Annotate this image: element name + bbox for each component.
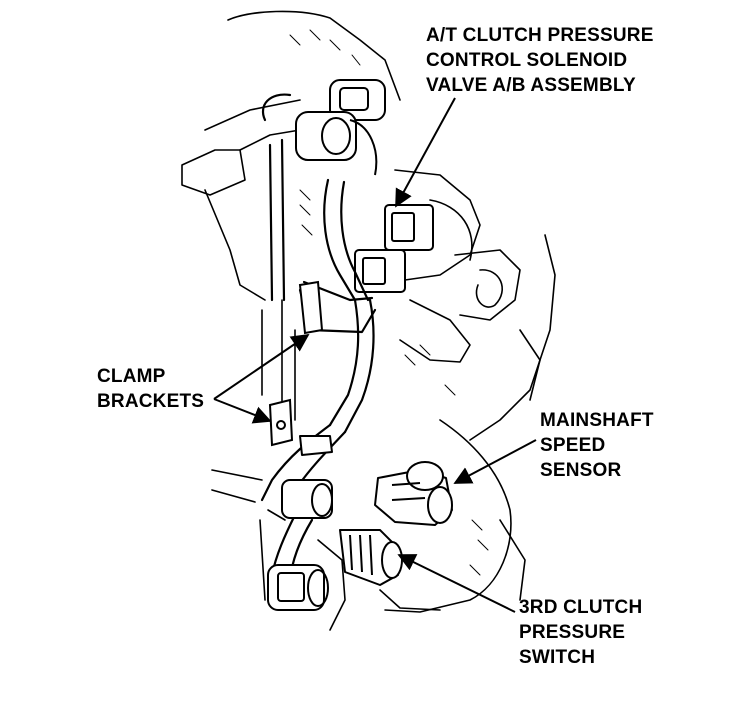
clamp-label-line-2: BRACKETS xyxy=(97,391,205,412)
third-clutch-label-line-1: 3RD CLUTCH xyxy=(519,597,643,618)
mainshaft-label-line-2: SPEED xyxy=(540,435,606,456)
clamp-lower-leader-arrow xyxy=(213,398,272,424)
clamp-label-line-1: CLAMP xyxy=(97,366,166,387)
third-clutch-pressure-switch xyxy=(339,529,403,586)
clamp-callout-label: CLAMP BRACKETS xyxy=(97,364,204,414)
solenoid-callout-label: A/T CLUTCH PRESSURE CONTROL SOLENOID VAL… xyxy=(426,23,654,98)
mainshaft-label-line-1: MAINSHAFT xyxy=(540,410,654,431)
mainshaft-callout-label: MAINSHAFT SPEED SENSOR xyxy=(540,408,654,483)
solenoid-valve-assembly xyxy=(295,79,434,293)
harness-connectors xyxy=(267,435,333,611)
solenoid-leader-arrow xyxy=(395,97,456,208)
clamp-brackets xyxy=(268,280,324,447)
leader-arrows xyxy=(213,97,537,613)
solenoid-label-line-3: VALVE A/B ASSEMBLY xyxy=(426,75,636,96)
third-clutch-label-line-2: PRESSURE xyxy=(519,622,626,643)
third-clutch-leader-arrow xyxy=(397,554,516,613)
solenoid-label-line-2: CONTROL SOLENOID xyxy=(426,50,628,71)
third-clutch-label-line-3: SWITCH xyxy=(519,647,596,668)
mainshaft-speed-sensor xyxy=(374,461,453,526)
transmission-housing xyxy=(181,10,556,631)
third-clutch-callout-label: 3RD CLUTCH PRESSURE SWITCH xyxy=(519,595,642,670)
clamp-upper-leader-arrow xyxy=(213,333,310,400)
mainshaft-leader-arrow xyxy=(453,439,537,484)
solenoid-label-line-1: A/T CLUTCH PRESSURE xyxy=(426,25,654,46)
mainshaft-label-line-3: SENSOR xyxy=(540,460,622,481)
